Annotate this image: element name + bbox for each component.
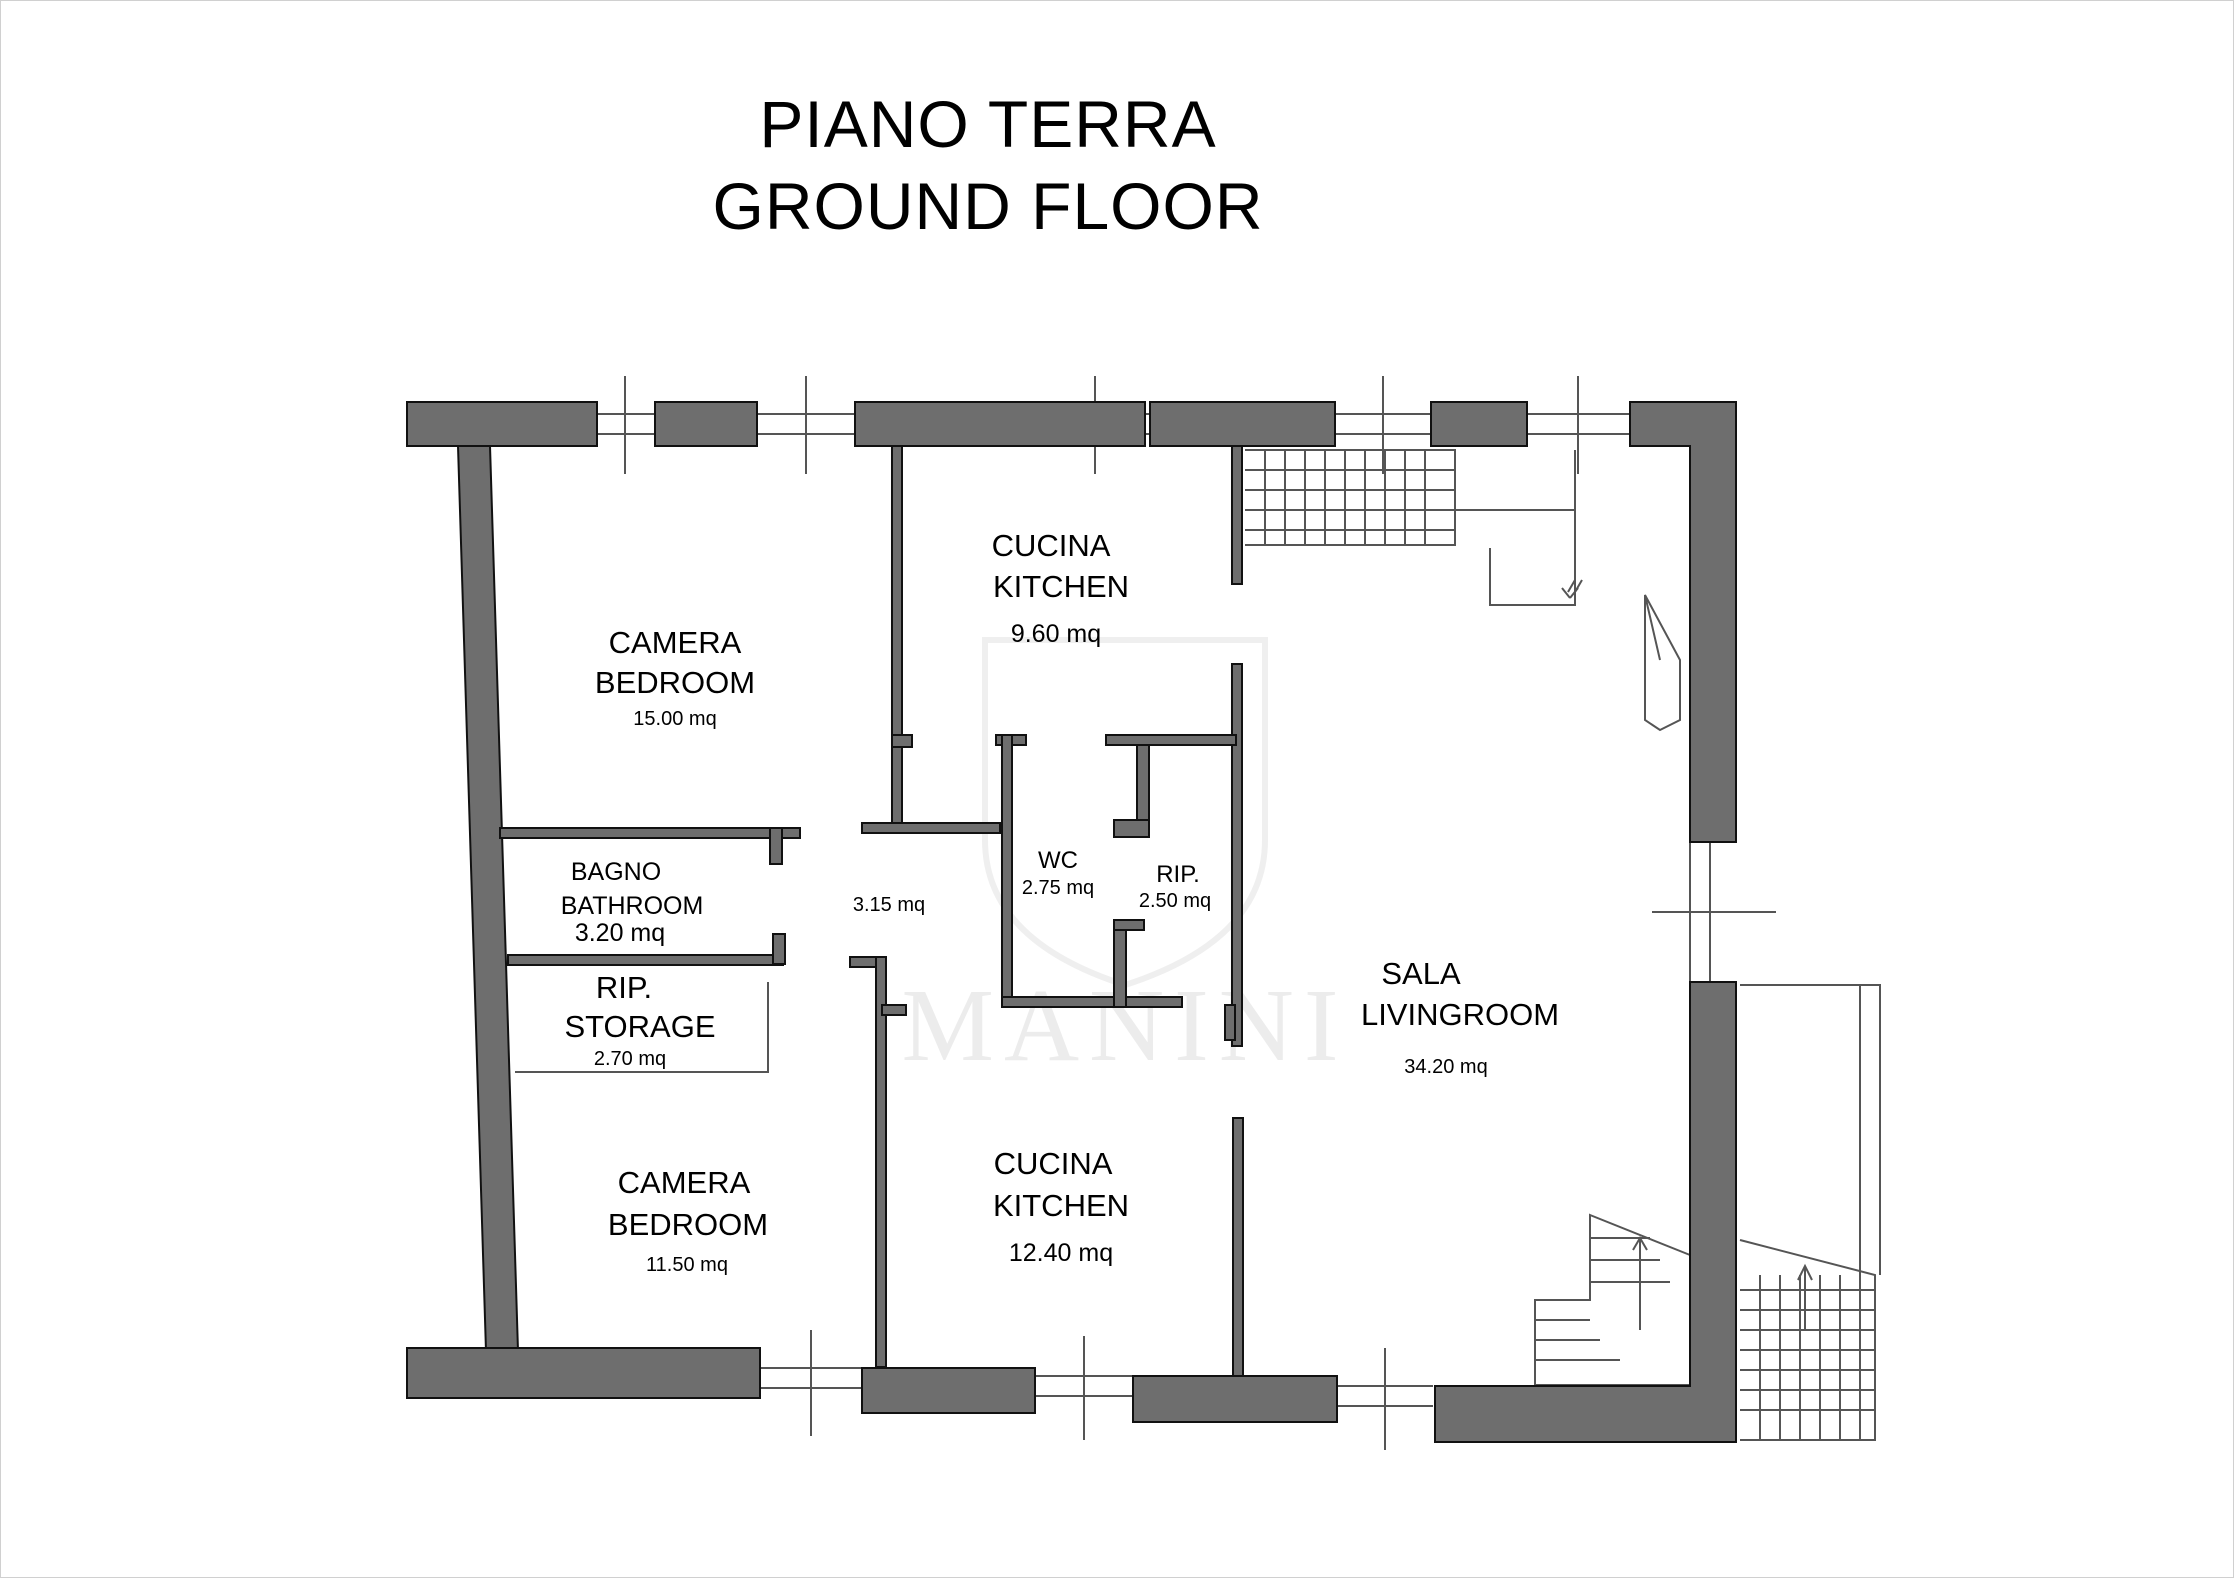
living-area: 34.20 mq xyxy=(1404,1056,1487,1078)
hall-area: 3.15 mq xyxy=(853,894,925,916)
thin-lines xyxy=(515,376,1881,1450)
kitchen-top-name-en: KITCHEN xyxy=(993,569,1129,604)
wall-hall-top xyxy=(861,822,1001,834)
bedroom-top-area: 15.00 mq xyxy=(633,708,716,730)
wall-bedroom-kitchen xyxy=(891,445,903,829)
stair-top-treads xyxy=(1264,450,1426,545)
bedroom-bottom-name-en: BEDROOM xyxy=(608,1207,768,1242)
wall-kitchen-living-bottom xyxy=(1232,1117,1244,1377)
wc-name: WC xyxy=(1038,847,1078,874)
storage-name-it: RIP. xyxy=(596,970,652,1005)
kitchen-top-area: 9.60 mq xyxy=(1011,620,1101,648)
room-hall: 3.15 mq xyxy=(853,894,925,916)
balcony-stair-risers xyxy=(1759,1275,1861,1440)
kitchen-bottom-name-it: CUCINA xyxy=(994,1146,1113,1181)
window-bottom-1 xyxy=(760,1330,862,1436)
wall-bath-stub-bottom xyxy=(772,933,786,965)
room-storage-small: RIP. 2.50 mq xyxy=(1139,861,1211,912)
kitchen-top-name-it: CUCINA xyxy=(992,528,1111,563)
stair-bottom-treads xyxy=(1535,1237,1670,1361)
window-bottom-2 xyxy=(1035,1336,1133,1440)
bedroom-top-name-it: CAMERA xyxy=(609,625,742,660)
wall-bottom-right-corner xyxy=(1434,981,1737,1443)
stair-arrow-down xyxy=(1567,450,1583,605)
wall-top-4 xyxy=(1149,401,1336,447)
room-storage: RIP. STORAGE 2.70 mq xyxy=(564,970,715,1070)
storage-small-name: RIP. xyxy=(1156,861,1200,888)
window-top-5 xyxy=(1527,376,1630,474)
storage-name-en: STORAGE xyxy=(564,1009,715,1044)
wall-rip-top xyxy=(1105,734,1237,746)
wall-wc-rip-notch xyxy=(1113,819,1150,838)
balcony-stair xyxy=(1739,1239,1876,1441)
room-bedroom-top: CAMERA BEDROOM 15.00 mq xyxy=(595,625,755,730)
wall-left xyxy=(456,445,520,1352)
wall-bath-stub-top xyxy=(769,827,783,865)
room-wc: WC 2.75 mq xyxy=(1022,847,1094,899)
wall-bath-top xyxy=(499,827,801,839)
wall-bottom-1 xyxy=(406,1347,761,1399)
living-name-en: LIVINGROOM xyxy=(1361,997,1559,1032)
wall-wc-rip-upper xyxy=(1136,744,1150,831)
room-bedroom-bottom: CAMERA BEDROOM 11.50 mq xyxy=(608,1165,768,1276)
room-kitchen-top: CUCINA KITCHEN 9.60 mq xyxy=(992,528,1129,648)
room-labels: CAMERA BEDROOM 15.00 mq CUCINA KITCHEN 9… xyxy=(561,528,1559,1276)
wall-bedroom2-kitchen2 xyxy=(875,956,887,1368)
wall-wc-bottom xyxy=(1001,996,1183,1008)
kitchen-bottom-name-en: KITCHEN xyxy=(993,1188,1129,1223)
bathroom-area: 3.20 mq xyxy=(575,919,665,947)
wall-wc-rip-lower xyxy=(1113,919,1127,1008)
watermark: MANINI xyxy=(901,637,1339,1083)
window-top-4 xyxy=(1335,376,1431,474)
room-kitchen-bottom: CUCINA KITCHEN 12.40 mq xyxy=(993,1146,1129,1267)
stair-arrow-head xyxy=(1561,587,1579,599)
balcony-rail xyxy=(1740,984,1881,1275)
wall-stub-3 xyxy=(881,1004,907,1016)
wall-bath-bottom xyxy=(507,954,784,966)
bedroom-top-name-en: BEDROOM xyxy=(595,665,755,700)
balcony-stair-treads xyxy=(1740,1289,1875,1411)
wall-kitchen-living-top xyxy=(1231,445,1243,585)
wall-top-2 xyxy=(654,401,758,447)
walls xyxy=(406,401,1737,1443)
bedroom-bottom-name-it: CAMERA xyxy=(618,1165,751,1200)
floor-title-english: GROUND FLOOR xyxy=(712,169,1264,243)
wall-wc-left xyxy=(1001,734,1013,1008)
window-bottom-3 xyxy=(1337,1348,1433,1450)
wall-top-3 xyxy=(854,401,1146,447)
storage-outline xyxy=(515,982,769,1073)
window-top-1 xyxy=(597,376,655,474)
bedroom-bottom-area: 11.50 mq xyxy=(646,1254,728,1276)
stair-top-box xyxy=(1245,449,1456,546)
balcony-stair-arrow xyxy=(1797,1263,1813,1330)
chimney-outline xyxy=(1644,594,1681,732)
wall-stub-2 xyxy=(1224,1004,1236,1041)
bathroom-name-en: BATHROOM xyxy=(561,892,704,920)
wall-rip-stub xyxy=(1113,919,1145,931)
floor-title-italian: PIANO TERRA xyxy=(759,87,1217,161)
stair-bottom-arrow xyxy=(1632,1236,1648,1330)
room-bathroom: BAGNO BATHROOM 3.20 mq xyxy=(561,858,704,947)
wc-area: 2.75 mq xyxy=(1022,877,1094,899)
living-name-it: SALA xyxy=(1381,956,1461,991)
wall-kitchen-living-mid xyxy=(1231,663,1243,1047)
kitchen-bottom-area: 12.40 mq xyxy=(1009,1239,1113,1267)
wall-top-5 xyxy=(1430,401,1528,447)
stair-landing xyxy=(1455,509,1576,606)
wall-stub-1 xyxy=(891,734,913,748)
room-living: SALA LIVINGROOM 34.20 mq xyxy=(1361,956,1559,1078)
wall-top-right-corner xyxy=(1629,401,1737,843)
storage-small-area: 2.50 mq xyxy=(1139,890,1211,912)
stair-top-rails xyxy=(1245,469,1455,531)
wall-bottom-3 xyxy=(1132,1375,1338,1423)
wall-bottom-2 xyxy=(861,1367,1036,1414)
storage-area: 2.70 mq xyxy=(594,1048,666,1070)
window-top-2 xyxy=(757,376,855,474)
wall-top-1 xyxy=(406,401,598,447)
bathroom-name-it: BAGNO xyxy=(571,858,661,886)
window-right xyxy=(1652,834,1776,983)
